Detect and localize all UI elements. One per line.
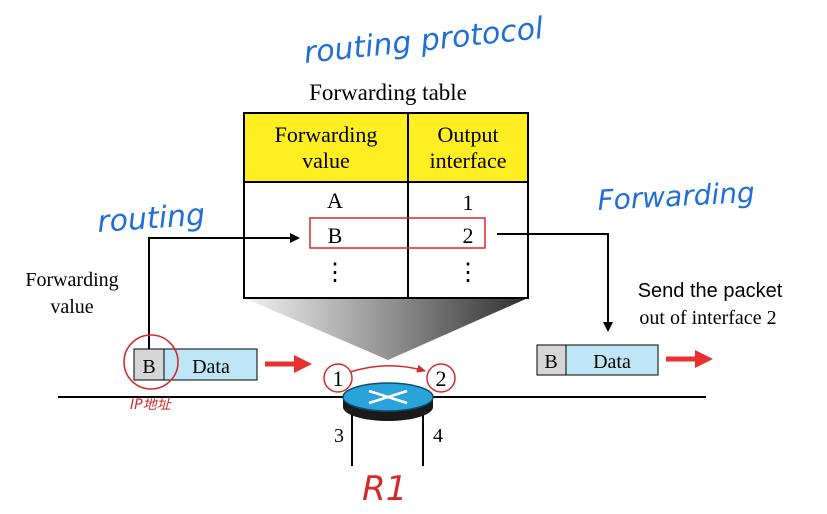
- annotation-routing-protocol: routing protocol: [302, 11, 545, 71]
- output-arrow: [497, 233, 613, 332]
- router: [342, 382, 434, 466]
- port-path-arrow: [349, 364, 426, 373]
- row-ellipsis-interface: ⋮: [456, 260, 480, 286]
- annotation-ip-address: IP地址: [130, 397, 172, 413]
- header-forwarding-value-line2: value: [302, 148, 350, 173]
- port-right-label: 4: [433, 425, 443, 447]
- header-forwarding-value-line1: Forwarding: [275, 122, 378, 147]
- outgoing-packet-address-box: [536, 344, 567, 376]
- right-label-line2: out of interface 2: [639, 307, 776, 329]
- row-a-value: A: [327, 188, 343, 213]
- row-b-value: B: [328, 223, 343, 248]
- incoming-packet-data-box: [163, 348, 258, 381]
- outgoing-packet-address: B: [544, 351, 557, 373]
- outgoing-packet: B Data: [536, 344, 659, 376]
- port-out-label: 2: [436, 366, 447, 391]
- header-output-interface-line1: Output: [437, 122, 498, 147]
- port-in-label: 1: [333, 366, 344, 391]
- incoming-packet-address-box: [133, 348, 165, 381]
- port-in-circle: [323, 363, 353, 393]
- row-a-interface: 1: [463, 190, 474, 215]
- annotation-router-name: R1: [362, 469, 407, 509]
- table-header-bg: [244, 113, 528, 182]
- row-ellipsis-value: ⋮: [323, 260, 347, 286]
- outgoing-packet-data-box: [565, 344, 659, 376]
- lookup-arrow: [148, 233, 300, 350]
- router-cross-icon: [368, 389, 408, 405]
- address-circle-annotation: [123, 334, 179, 390]
- incoming-packet-address: B: [142, 356, 155, 378]
- incoming-packet-payload: Data: [192, 356, 230, 378]
- header-output-interface-line2: interface: [430, 148, 507, 173]
- right-label-line1: Send the packet: [638, 280, 783, 302]
- annotation-routing: routing: [96, 198, 206, 240]
- left-label-line2: value: [50, 296, 93, 318]
- table-border: [243, 112, 529, 299]
- forwarding-table: Forwarding value Output interface A 1 B …: [243, 112, 529, 299]
- incoming-red-arrow: [265, 355, 312, 373]
- outgoing-packet-payload: Data: [593, 351, 631, 373]
- row-b-interface: 2: [463, 223, 474, 248]
- outgoing-red-arrow: [666, 350, 713, 368]
- left-label-line1: Forwarding: [25, 269, 118, 291]
- incoming-packet: B Data: [133, 348, 258, 381]
- funnel-shape: [244, 298, 528, 360]
- annotation-forwarding: Forwarding: [597, 176, 756, 217]
- port-left-label: 3: [334, 425, 344, 447]
- row-b-highlight: [309, 217, 486, 249]
- table-title: Forwarding table: [309, 80, 467, 105]
- port-out-circle: [426, 363, 456, 393]
